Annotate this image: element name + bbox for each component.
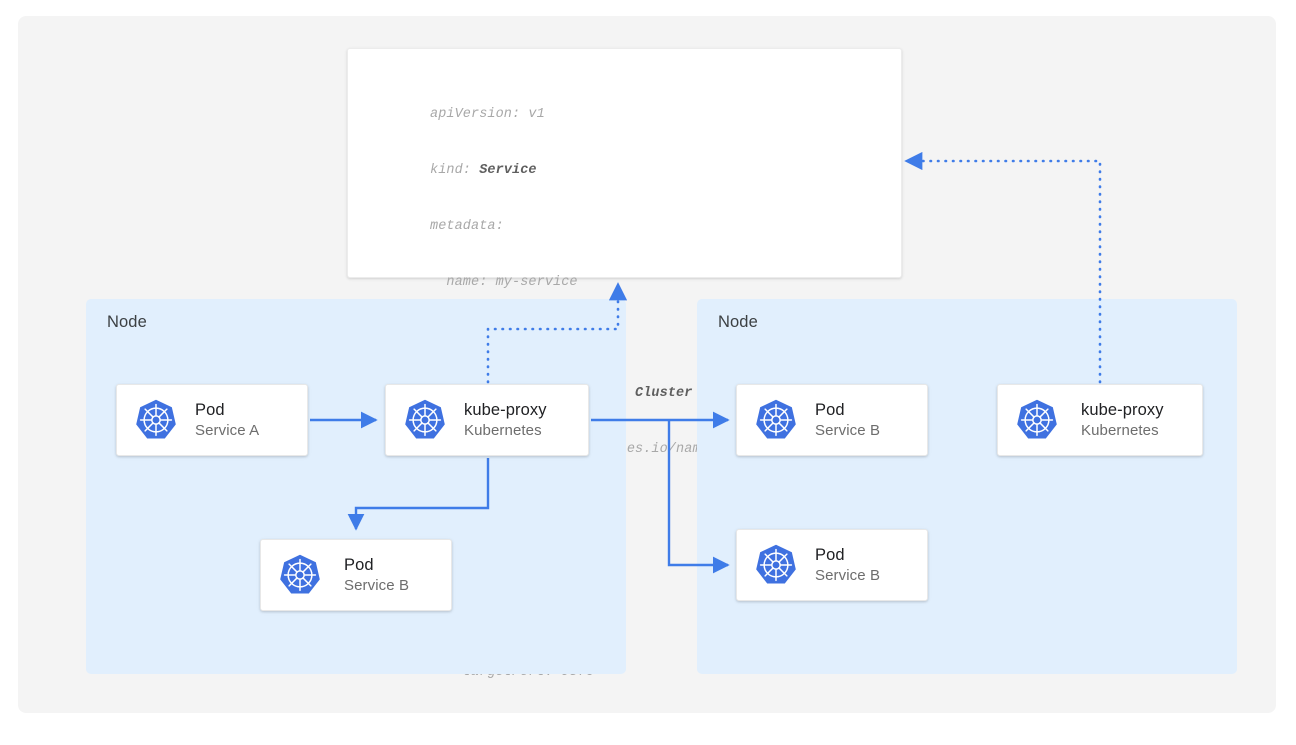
entity-pod-service-b-remote-1[interactable]: Pod Service B [736, 384, 928, 456]
entity-title: Pod [344, 555, 374, 574]
entity-subtitle: Service B [344, 576, 410, 594]
entity-pod-service-a[interactable]: Pod Service A [116, 384, 308, 456]
kubernetes-logo-icon [136, 399, 176, 439]
kubernetes-logo-icon [756, 399, 796, 439]
yaml-line: apiVersion: v1 [430, 107, 545, 123]
service-yaml-card: apiVersion: v1 kind: Service metadata: n… [347, 48, 902, 680]
node-panel-left: Node [86, 299, 626, 674]
entity-title: kube-proxy [1081, 400, 1164, 419]
entity-pod-service-b-remote-2[interactable]: Pod Service B [736, 529, 928, 601]
kubernetes-logo-icon [405, 399, 445, 439]
kubernetes-logo-icon [756, 544, 796, 584]
entity-kube-proxy-left[interactable]: kube-proxy Kubernetes [385, 384, 589, 456]
entity-subtitle: Service B [815, 421, 881, 439]
node-panel-right: Node [697, 299, 1237, 674]
entity-pod-service-b-local[interactable]: Pod Service B [260, 539, 452, 611]
entity-title: Pod [815, 400, 845, 419]
kubernetes-logo-icon [280, 554, 320, 594]
node-label: Node [718, 313, 758, 331]
entity-subtitle: Service A [195, 421, 260, 439]
entity-subtitle: Service B [815, 566, 881, 584]
entity-subtitle: Kubernetes [1081, 421, 1159, 439]
entity-subtitle: Kubernetes [464, 421, 542, 439]
yaml-line: metadata: [430, 218, 504, 234]
kubernetes-logo-icon [1017, 399, 1057, 439]
entity-title: Pod [195, 400, 225, 419]
yaml-line: kind: Service [430, 162, 537, 178]
diagram-canvas: apiVersion: v1 kind: Service metadata: n… [18, 16, 1276, 713]
entity-title: kube-proxy [464, 400, 547, 419]
entity-title: Pod [815, 545, 845, 564]
node-label: Node [107, 313, 147, 331]
entity-kube-proxy-right[interactable]: kube-proxy Kubernetes [997, 384, 1203, 456]
yaml-line: name: my-service [430, 274, 578, 290]
